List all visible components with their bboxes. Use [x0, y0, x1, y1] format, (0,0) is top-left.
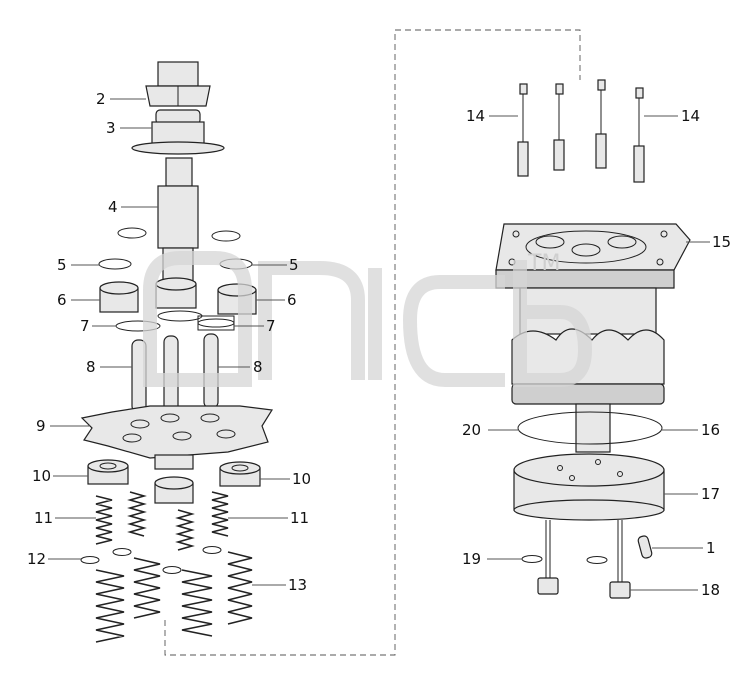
part-14-bolts: [517, 79, 645, 183]
callout-2: 2: [96, 90, 106, 108]
part-7-oring-right-box: [197, 315, 235, 331]
part-6-bushing-left: [99, 281, 139, 313]
part-12-washer-3: [162, 566, 182, 574]
part-17-base: [513, 453, 665, 521]
callout-17: 17: [701, 485, 720, 503]
callout-6-right: 6: [287, 291, 297, 309]
part-10-spacer-center: [154, 454, 194, 504]
part-6-bushing-center: [155, 277, 197, 309]
callout-13: 13: [288, 576, 307, 594]
callout-5-right: 5: [289, 256, 299, 274]
part-11-spring-3: [175, 509, 195, 551]
callout-9: 9: [36, 417, 46, 435]
part-11-spring-1: [95, 495, 113, 545]
part-10-spacer-right: [219, 461, 261, 487]
part-13-spring-2: [133, 557, 161, 619]
callout-4: 4: [108, 198, 118, 216]
part-7-oring-right: [197, 318, 235, 328]
part-9-plate: [80, 405, 274, 459]
part-12-washer-4: [202, 546, 222, 554]
part-10-spacer-left: [87, 459, 129, 485]
callout-5-left: 5: [57, 256, 67, 274]
callout-6-left: 6: [57, 291, 67, 309]
part-5-washer-back-left: [117, 227, 147, 239]
part-12-washer-2: [112, 548, 132, 556]
part-15-flange-plate: [495, 223, 691, 289]
callout-3: 3: [106, 119, 116, 137]
part-11-spring-4: [211, 491, 229, 537]
callout-16: 16: [701, 421, 720, 439]
callout-7-right: 7: [266, 317, 276, 335]
callout-14-left: 14: [466, 107, 485, 125]
callout-10-left: 10: [32, 467, 51, 485]
callout-11-right: 11: [290, 509, 309, 527]
callout-7-left: 7: [80, 317, 90, 335]
leader-lines: [48, 98, 710, 591]
callout-8-left: 8: [86, 358, 96, 376]
part-18-screws: [537, 520, 631, 599]
trademark-mark: TM: [527, 251, 560, 276]
callout-14-right: 14: [681, 107, 700, 125]
callout-19: 19: [462, 550, 481, 568]
part-7-oring-center: [157, 310, 203, 322]
callout-10-right: 10: [292, 470, 311, 488]
part-12-washer-1: [80, 556, 100, 564]
callout-8-right: 8: [253, 358, 263, 376]
callout-20: 20: [462, 421, 481, 439]
callout-18: 18: [701, 581, 720, 599]
part-3-flange: [131, 109, 225, 155]
callout-12: 12: [27, 550, 46, 568]
part-16-seal: [517, 411, 663, 445]
part-19-washer-right: [586, 556, 608, 564]
callout-11-left: 11: [34, 509, 53, 527]
part-19-washer-left: [521, 555, 543, 563]
assembly-connector: [164, 29, 581, 656]
part-11-spring-2: [127, 491, 147, 537]
callout-1: 1: [706, 539, 716, 557]
callout-15: 15: [712, 233, 731, 251]
part-13-spring-4: [227, 551, 253, 625]
watermark-logo: [143, 251, 593, 387]
part-2-fitting: [145, 61, 211, 107]
part-5-washer-back-right: [211, 230, 241, 242]
part-1-pin: [637, 535, 653, 559]
part-13-spring-3: [181, 569, 213, 637]
part-13-spring-1: [95, 569, 125, 643]
part-5-washer-left: [98, 258, 132, 270]
